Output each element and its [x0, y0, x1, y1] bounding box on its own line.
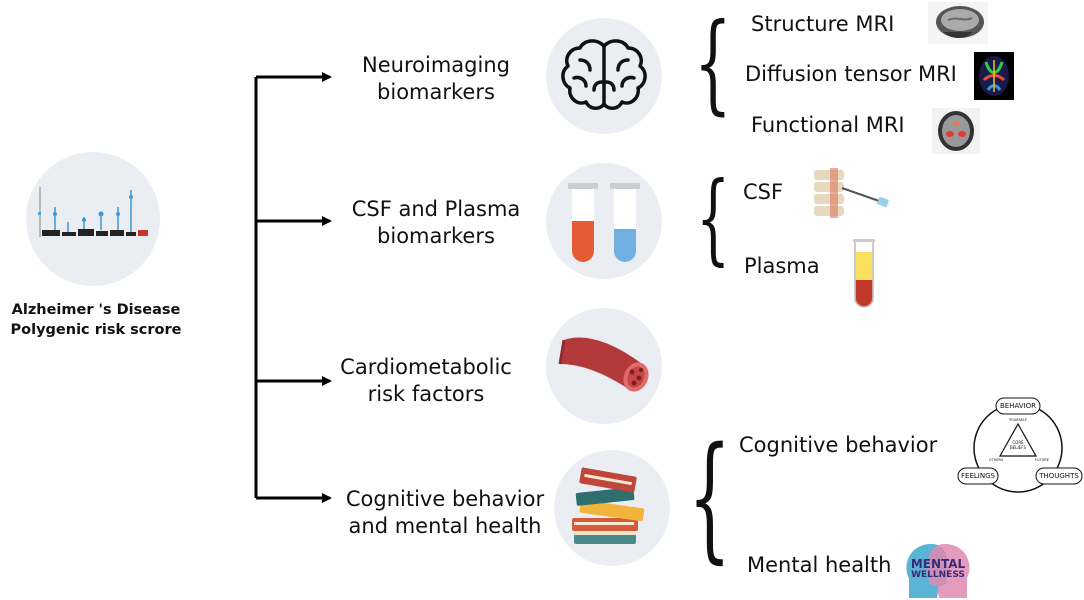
- dti-mri-image: [974, 52, 1014, 100]
- dti-brain-icon: [979, 56, 1009, 96]
- branch-label-line: Cognitive behavior: [345, 487, 545, 511]
- mental-wellness-image: MENTAL WELLNESS: [901, 538, 975, 600]
- branch-label-line: Cardiometabolic: [340, 355, 512, 379]
- cbt-triangle-diagram: BEHAVIOR FEELINGS THOUGHTS CORE BELIEFS …: [956, 396, 1084, 500]
- item-csf: CSF: [743, 180, 784, 204]
- lumbar-puncture-image: [808, 166, 892, 218]
- cbt-feelings-label: FEELINGS: [961, 472, 995, 480]
- item-plasma: Plasma: [744, 254, 820, 278]
- fmri-brain-icon: [938, 111, 974, 151]
- brace-csf-plasma: {: [696, 162, 731, 276]
- branch-label-line: Neuroimaging: [362, 53, 510, 77]
- manhattan-plot-circle: [26, 152, 160, 286]
- brain-icon-circle: [546, 18, 662, 134]
- cbt-behavior-label: BEHAVIOR: [999, 402, 1037, 410]
- branch-label-neuroimaging: Neuroimaging biomarkers: [336, 52, 536, 106]
- prs-title-line1: Alzheimer 's Disease: [11, 302, 181, 318]
- plasma-tube-icon: [853, 239, 875, 308]
- item-functional-mri: Functional MRI: [751, 113, 905, 137]
- branch-label-line: biomarkers: [377, 224, 495, 248]
- item-diffusion-tensor-mri: Diffusion tensor MRI: [745, 62, 957, 86]
- sagittal-brain-icon: [936, 6, 984, 38]
- branch-label-cardiometabolic: Cardiometabolic risk factors: [326, 354, 526, 408]
- branch-label-cognitive: Cognitive behavior and mental health: [338, 486, 552, 540]
- books-icon-circle: [554, 450, 670, 566]
- item-structure-mri: Structure MRI: [751, 12, 895, 36]
- functional-mri-image: [932, 108, 980, 154]
- branch-label-line: risk factors: [367, 382, 485, 406]
- cbt-others-label: OTHERS: [988, 458, 1004, 462]
- branch-label-line: biomarkers: [377, 80, 495, 104]
- item-cognitive-behavior: Cognitive behavior: [739, 433, 938, 457]
- structure-mri-image: [928, 2, 988, 44]
- cbt-thoughts-label: THOUGHTS: [1039, 472, 1079, 480]
- prs-title: Alzheimer 's Disease Polygenic risk scro…: [6, 300, 186, 340]
- books-icon: [572, 467, 645, 544]
- branch-label-line: and mental health: [348, 514, 542, 538]
- mental-wellness-line1: MENTAL: [910, 557, 966, 571]
- manhattan-plot-icon: [38, 187, 148, 237]
- cbt-future-label: FUTURE: [1035, 458, 1049, 462]
- cbt-core-label: CORE: [1012, 440, 1024, 445]
- plasma-tube-image: [852, 238, 876, 308]
- cbt-beliefs-label: BELIEFS: [1010, 445, 1026, 450]
- cbt-yourself-label: YOURSELF: [1008, 418, 1028, 422]
- cbt-cycle-icon: [957, 397, 1083, 493]
- brace-cognitive: {: [688, 419, 732, 577]
- test-tubes-icon: [568, 183, 640, 262]
- test-tubes-icon-circle: [546, 163, 662, 279]
- branch-label-csf-plasma: CSF and Plasma biomarkers: [336, 196, 536, 250]
- brain-icon: [561, 39, 647, 110]
- prs-title-line2: Polygenic risk scrore: [10, 322, 182, 338]
- blood-vessel-icon-circle: [546, 308, 662, 424]
- spine-needle-icon: [814, 168, 890, 218]
- blood-vessel-icon: [558, 337, 649, 392]
- mental-wellness-line2: WELLNESS: [911, 570, 965, 580]
- item-mental-health: Mental health: [747, 553, 892, 577]
- mental-wellness-heads-icon: [906, 543, 970, 598]
- brace-neuroimaging: {: [694, 1, 732, 126]
- branch-label-line: CSF and Plasma: [351, 197, 521, 221]
